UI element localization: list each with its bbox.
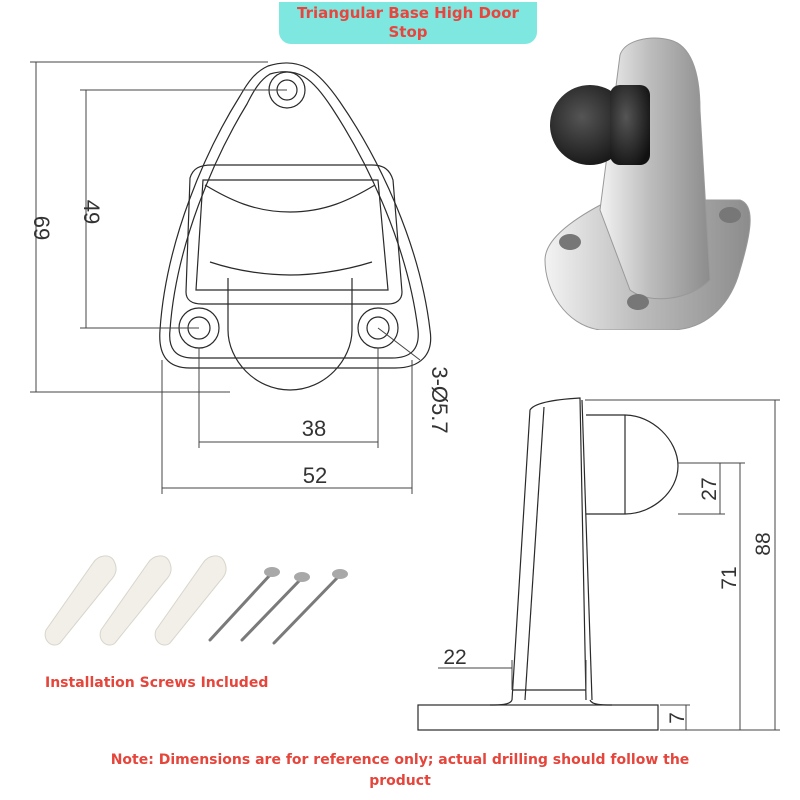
- dim-52: 52: [303, 463, 327, 488]
- dim-69: 69: [29, 216, 54, 240]
- dim-hole-spec: 3-Ø5.7: [427, 366, 452, 433]
- title-banner: Triangular Base High Door Stop: [279, 2, 537, 44]
- product-photo: [544, 37, 751, 330]
- dim-27: 27: [698, 477, 721, 500]
- dim-49: 49: [79, 200, 104, 224]
- dim-7: 7: [666, 712, 689, 724]
- dim-38: 38: [302, 416, 326, 441]
- dim-71: 71: [718, 566, 741, 589]
- screws-and-anchors: [44, 555, 348, 646]
- screws-caption: Installation Screws Included: [45, 675, 269, 691]
- dim-22: 22: [443, 646, 466, 669]
- product-title: Triangular Base High Door Stop: [297, 4, 519, 41]
- dim-88: 88: [752, 532, 775, 555]
- reference-note: Note: Dimensions are for reference only;…: [110, 752, 690, 789]
